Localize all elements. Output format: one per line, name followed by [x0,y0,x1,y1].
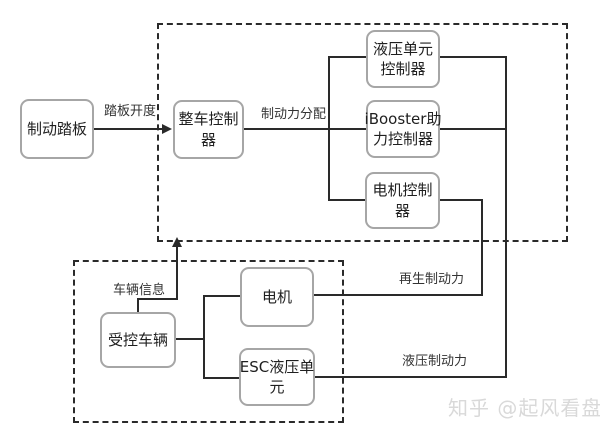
zhihu-watermark: 知乎 @起风看盘 [448,396,600,420]
control-system-dashed-group [157,23,568,242]
node-controlled-vehicle-label: 受控车辆 [107,330,168,349]
connector-hcu-right [440,56,507,58]
connector-pedal-to-vcu [93,128,164,130]
node-hydraulic-unit-controller: 液压单元 控制器 [366,30,440,88]
connector-mcu-right [440,199,483,201]
arrowhead-up-icon [172,237,182,247]
vehicle-dashed-group [73,260,344,423]
node-motor-controller-label-line1: 电机控制 [372,181,433,200]
node-motor-controller: 电机控制 器 [365,172,440,229]
connector-branch-to-motor [203,295,240,297]
connector-branch-vertical [328,56,330,201]
node-ibooster-controller-label-line2: 力控制器 [372,130,433,148]
connector-vehicle-branch-vertical [203,295,205,379]
node-motor-label: 电机 [261,287,292,306]
node-ibooster-controller: iBooster助 力控制器 [364,100,442,158]
node-esc-hydraulic-unit: ESC液压单 元 [239,348,315,406]
node-esc-hydraulic-unit-label-line2: 元 [269,378,285,396]
node-controlled-vehicle: 受控车辆 [100,312,176,368]
connector-vehicle-info-vertical [176,246,178,300]
node-brake-pedal-label: 制动踏板 [26,119,87,138]
node-vehicle-controller-label-line2: 器 [200,130,216,149]
label-vehicle-info: 车辆信息 [113,283,166,298]
node-hydraulic-unit-controller-label-line1: 液压单元 [372,39,433,58]
connector-vehicle-info-stub [137,298,139,313]
node-motor: 电机 [240,267,314,327]
connector-ibooster-right [440,128,507,130]
arrowhead-right-icon [162,124,172,134]
node-vehicle-controller: 整车控制 器 [173,100,244,159]
connector-vcu-to-ibooster [244,128,366,130]
node-esc-hydraulic-unit-label-line1: ESC液压单 [239,357,315,376]
label-pedal-opening: 踏板开度 [104,104,157,119]
node-brake-pedal: 制动踏板 [20,99,94,159]
node-ibooster-controller-label-line1: iBooster助 [364,109,442,128]
label-regenerative-braking-force: 再生制动力 [399,272,465,287]
label-braking-force-distribution: 制动力分配 [261,107,327,122]
node-hydraulic-unit-controller-label-line2: 控制器 [380,60,426,78]
connector-regen-vertical [481,199,483,296]
label-hydraulic-braking-force: 液压制动力 [402,354,468,369]
connector-hydraulic-braking-force [314,376,507,378]
node-motor-controller-label-line2: 器 [394,201,410,220]
connector-regenerative-braking-force [313,294,483,296]
node-vehicle-controller-label-line1: 整车控制 [178,110,239,129]
connector-branch-to-hcu [328,56,366,58]
connector-hydraulic-vertical [505,56,507,378]
connector-branch-to-esc [203,377,239,379]
connector-branch-to-mcu [328,199,365,201]
connector-vehicle-right [174,338,205,340]
connector-vehicle-info-elbow [137,298,178,300]
